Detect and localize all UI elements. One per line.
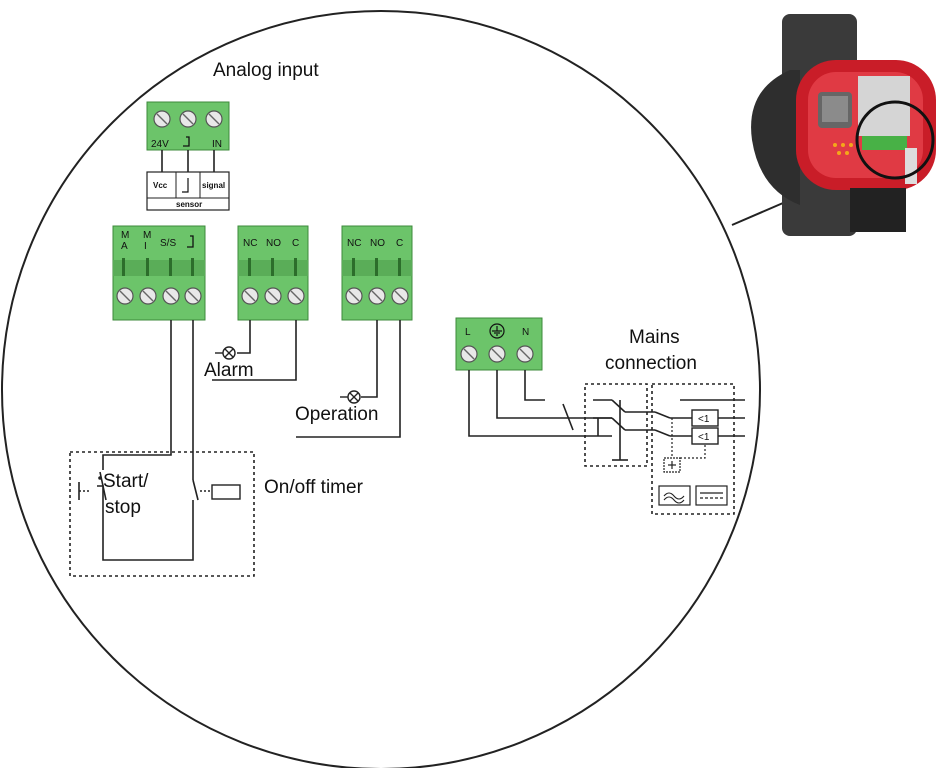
sensor-signal-label: signal — [202, 181, 225, 190]
terminal-24v-label: 24V — [151, 139, 169, 150]
sensor-ground-icon — [182, 178, 189, 193]
relay-coil-icon: <1 <1 — [670, 399, 745, 445]
alarm-no-label: NO — [266, 238, 281, 249]
ac-symbol-icon — [658, 485, 691, 506]
start-stop-label-1: Start/ — [103, 471, 149, 492]
alarm-nc-label: NC — [243, 238, 257, 249]
alarm-relay-terminal: NC NO C — [237, 225, 309, 321]
mains-label-2: connection — [605, 353, 697, 374]
main-switch-icon — [593, 399, 628, 461]
svg-text:A: A — [121, 241, 128, 252]
main-switch-box — [584, 383, 648, 467]
pin-ss-label: S/S — [160, 238, 176, 249]
lamp-icon — [340, 390, 361, 404]
operation-c-label: C — [396, 238, 403, 249]
timer-switch — [192, 479, 241, 501]
svg-text:<1: <1 — [698, 432, 710, 443]
operation-nc-label: NC — [347, 238, 361, 249]
callout-line — [731, 199, 791, 226]
pin-mi-label: M — [143, 230, 151, 241]
mains-terminal: L N — [455, 317, 543, 371]
sensor-box: Vcc signal sensor — [146, 171, 230, 211]
start-stop-label-2: stop — [105, 497, 141, 518]
operation-relay-terminal: NC NO C — [341, 225, 413, 321]
onoff-timer-label: On/off timer — [264, 477, 364, 498]
mains-l-label: L — [465, 327, 471, 338]
pin-ground-icon — [187, 235, 194, 248]
svg-text:I: I — [144, 241, 147, 252]
analog-terminal: 24V IN — [146, 101, 230, 151]
alarm-label: Alarm — [204, 360, 254, 381]
operation-no-label: NO — [370, 238, 385, 249]
operation-label: Operation — [295, 404, 378, 425]
rcd-icon — [663, 418, 706, 473]
mains-n-label: N — [522, 327, 529, 338]
pump-image — [751, 14, 936, 236]
terminal-in-label: IN — [212, 139, 222, 150]
mains-label-1: Mains — [629, 327, 680, 348]
sensor-vcc-label: Vcc — [153, 181, 168, 190]
sensor-title-label: sensor — [176, 200, 202, 209]
ground-icon — [489, 323, 505, 339]
signal-ground-icon — [183, 136, 190, 147]
start-stop-switch — [78, 471, 107, 501]
control-terminal: M A M I S/S — [112, 225, 206, 321]
onoff-timer-box — [69, 451, 255, 577]
analog-input-label: Analog input — [213, 60, 319, 81]
pin-ma-label: M — [121, 230, 129, 241]
dc-symbol-icon — [695, 485, 728, 506]
timer-coil-icon — [211, 484, 241, 500]
protection-box — [651, 383, 735, 515]
alarm-c-label: C — [292, 238, 299, 249]
svg-text:<1: <1 — [698, 414, 710, 425]
lamp-icon — [215, 346, 236, 360]
